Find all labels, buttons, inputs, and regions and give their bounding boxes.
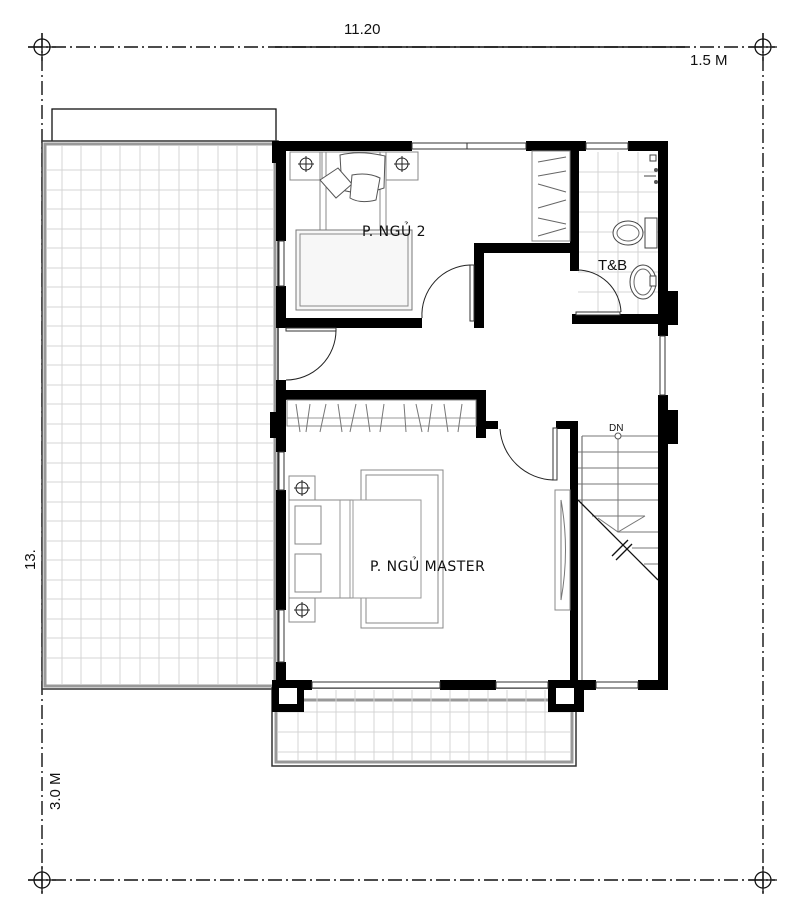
staircase[interactable] (577, 432, 659, 680)
stairs-start-marker (614, 432, 622, 440)
dimension-length-label: 13. (22, 549, 39, 570)
tv-cabinet (554, 489, 571, 611)
dimension-setback-top-label: 1.5 M (690, 52, 728, 69)
toilet-icon (612, 217, 658, 249)
bed-master (288, 469, 444, 629)
room-label-bathroom: T&B (598, 257, 627, 274)
terrace-left (41, 108, 279, 690)
axis-marker-top-right (749, 33, 777, 61)
grid-axes (28, 33, 775, 895)
lamp-icon (294, 480, 310, 496)
axis-marker-bottom-left (28, 866, 56, 894)
door-bathroom[interactable] (574, 266, 622, 316)
dimension-width-label: 11.20 (344, 21, 380, 38)
dimension-setback-bottom-label: 3.0 M (47, 772, 64, 810)
windows (278, 142, 666, 689)
balcony-tile-grid (278, 690, 570, 760)
terrace-tile-grid (47, 146, 273, 684)
lamp-icon (294, 602, 310, 618)
axis-marker-bottom-right (749, 866, 777, 894)
lamp-icon (298, 156, 314, 172)
stairs-direction-label: DN (609, 423, 623, 434)
door-master-bedroom[interactable] (499, 427, 558, 481)
walls (270, 141, 678, 712)
room-label-bedroom-2: P. NGỦ 2 (362, 221, 426, 240)
balcony-front (271, 687, 577, 767)
sink-icon (629, 264, 657, 300)
shower-icon (644, 154, 658, 184)
bed-bedroom-2 (289, 151, 419, 311)
wardrobe-master (286, 399, 477, 433)
room-label-master-bedroom: P. NGỦ MASTER (370, 556, 485, 575)
axis-marker-top-left (28, 33, 56, 61)
door-bedroom-2[interactable] (421, 264, 475, 322)
wardrobe-bedroom-2 (531, 150, 571, 242)
lamp-icon (394, 156, 410, 172)
door-terrace[interactable] (285, 327, 337, 381)
